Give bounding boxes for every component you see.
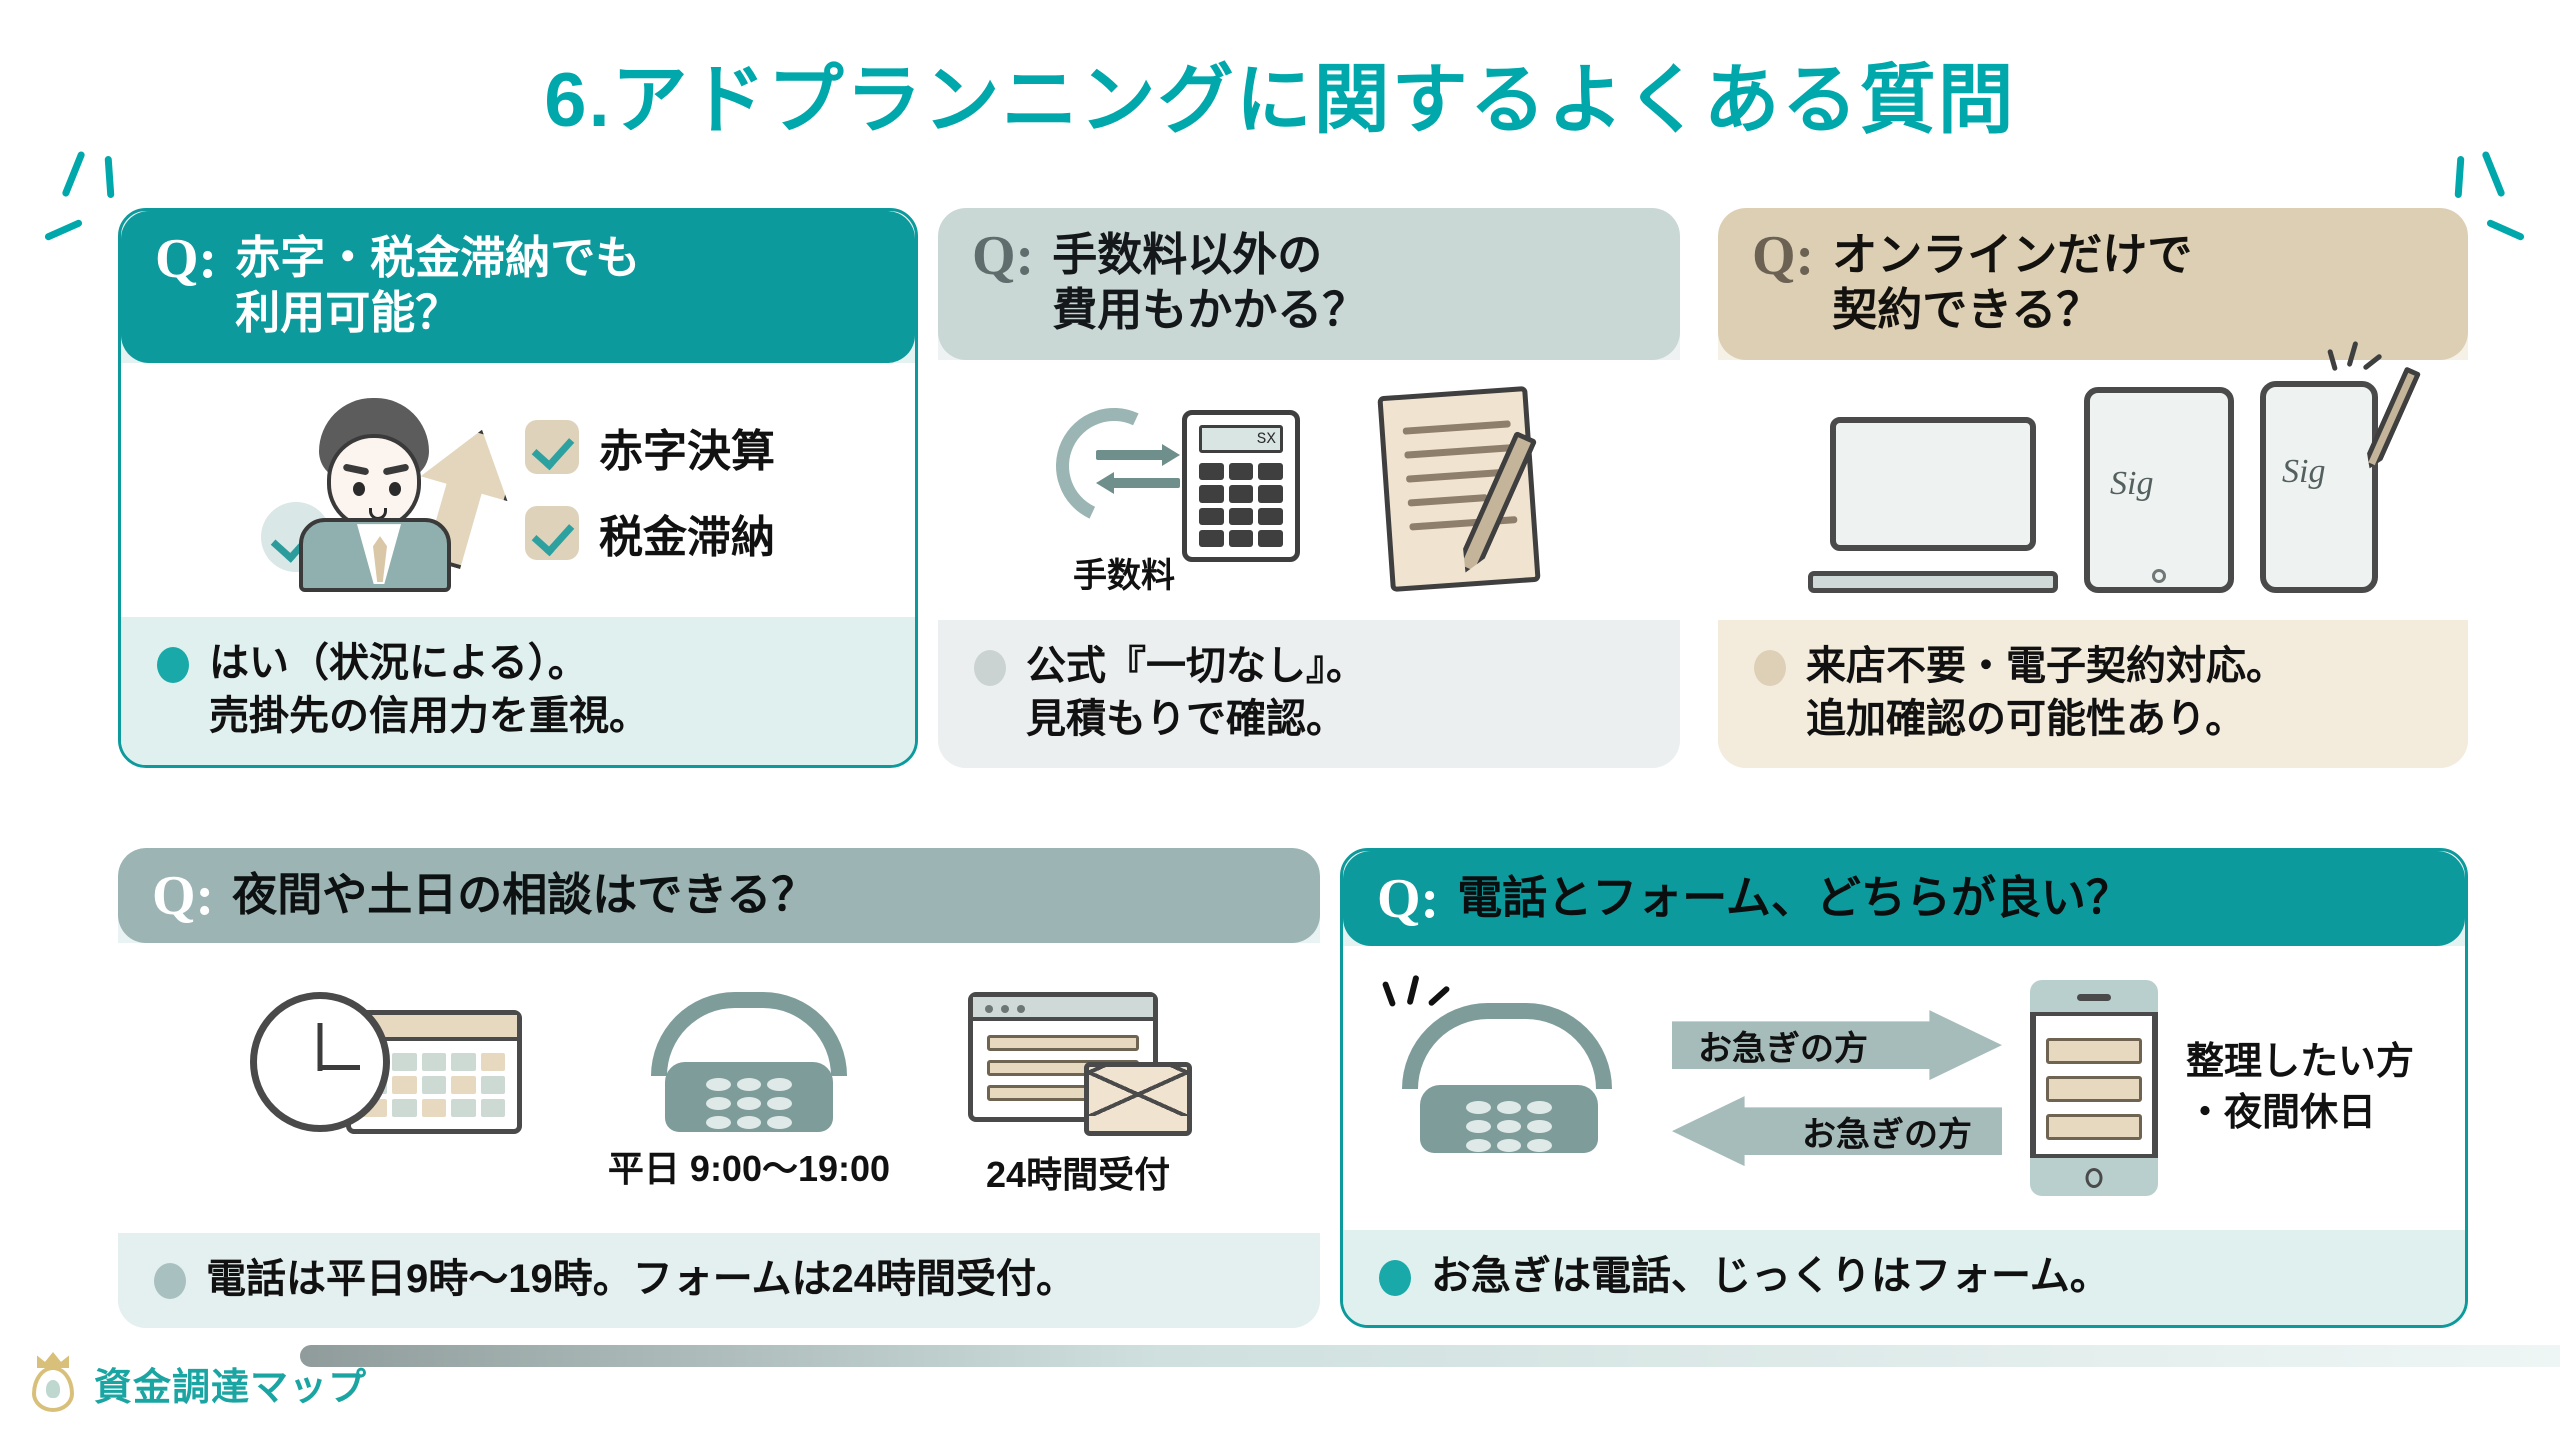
question-line-2: 費用もかかる？	[1052, 283, 1368, 335]
faq-card-1-header: Q: 赤字・税金滞納でも 利用可能？	[121, 211, 915, 363]
note-line-1: 整理したい方	[2185, 1041, 2414, 1084]
worried-businessman-icon	[261, 390, 491, 593]
comparison-arrows: お急ぎの方 お急ぎの方	[1671, 1010, 2002, 1167]
smartphone-signature-icon: Sig	[2260, 340, 2378, 594]
question-mark-label: Q:	[1752, 225, 1815, 287]
brand-logo: 資金調達マップ	[26, 1352, 367, 1414]
faq-card-1-illustration: 赤字決算 税金滞納	[121, 362, 915, 618]
bullet-icon	[154, 1263, 186, 1300]
question-line-1: オンラインだけで	[1832, 229, 2193, 280]
bullet-icon	[1754, 650, 1786, 687]
hours-icon-group	[249, 992, 530, 1138]
faq-card-4-illustration: 平日 9:00〜19:00 24時間受付	[118, 943, 1320, 1234]
faq-card-1: Q: 赤字・税金滞納でも 利用可能？	[118, 208, 918, 768]
checklist-label: 赤字決算	[599, 427, 775, 477]
faq-card-4: Q: 夜間や土日の相談はできる？	[118, 848, 1320, 1328]
faq-card-4-header: Q: 夜間や土日の相談はできる？	[118, 848, 1320, 944]
faq-card-1-checklist: 赤字決算 税金滞納	[525, 415, 775, 565]
arrow-left-urgent: お急ぎの方	[1671, 1096, 2002, 1167]
answer-line-2: 見積もりで確認。	[1026, 697, 1346, 742]
smartphone-form-icon	[2029, 980, 2158, 1197]
faq-card-2-answer: 公式『一切なし』。 見積もりで確認。	[938, 620, 1680, 768]
question-line-1: 手数料以外の	[1052, 229, 1323, 280]
faq-card-1-question: 赤字・税金滞納でも 利用可能？	[235, 231, 640, 341]
quote-document-icon	[1374, 385, 1574, 595]
signature-mark: Sig	[2110, 465, 2154, 503]
sparkle-icon	[2322, 340, 2383, 387]
answer-line-2: 追加確認の可能性あり。	[1806, 697, 2246, 742]
faq-card-4-question: 夜間や土日の相談はできる？	[232, 869, 817, 920]
answer-text: 来店不要・電子契約対応。 追加確認の可能性あり。	[1806, 640, 2286, 746]
faq-card-3-question: オンラインだけで 契約できる？	[1832, 228, 2192, 338]
answer-text: 電話は平日9時〜19時。フォームは24時間受付。	[206, 1257, 1077, 1302]
phone-hours-label: 平日 9:00〜19:00	[607, 1148, 891, 1190]
answer-text: はい（状況による）。 売掛先の信用力を重視。	[209, 637, 649, 743]
answer-text: お急ぎは電話、じっくりはフォーム。	[1431, 1254, 2110, 1299]
answer-line-1: はい（状況による）。	[209, 641, 588, 686]
form-benefit-note: 整理したい方 ・夜間休日	[2186, 1037, 2414, 1139]
signature-mark: Sig	[2282, 453, 2326, 491]
answer-line-1: 来店不要・電子契約対応。	[1806, 644, 2286, 689]
faq-card-5-question: 電話とフォーム、どちらが良い？	[1457, 872, 2131, 923]
form-hours-group: 24時間受付	[968, 992, 1193, 1198]
question-mark-label: Q:	[155, 228, 218, 290]
faq-card-5: Q: 電話とフォーム、どちらが良い？	[1340, 848, 2468, 1328]
telephone-icon	[1381, 974, 1644, 1173]
answer-line-1: 公式『一切なし』。	[1026, 644, 1366, 689]
question-mark-label: Q:	[152, 865, 215, 927]
answer-line-2: 売掛先の信用力を重視。	[209, 694, 649, 739]
faq-card-1-answer: はい（状況による）。 売掛先の信用力を重視。	[121, 617, 915, 765]
question-mark-label: Q:	[1377, 868, 1440, 930]
checklist-item: 税金滞納	[525, 501, 775, 565]
check-box-icon	[525, 506, 579, 561]
answer-text: 公式『一切なし』。 見積もりで確認。	[1026, 640, 1366, 746]
faq-card-5-illustration: お急ぎの方 お急ぎの方 整理したい方 ・夜間休日	[1343, 946, 2465, 1231]
faq-card-2-illustration: SX 手数料	[938, 359, 1680, 621]
laptop-icon	[1808, 417, 2058, 594]
calculator-display: SX	[1199, 425, 1283, 454]
bullet-icon	[974, 650, 1006, 687]
calculator-icon: SX	[1182, 410, 1300, 563]
arrow-right-label: お急ぎの方	[1697, 1029, 1868, 1068]
faq-card-2-header: Q: 手数料以外の 費用もかかる？	[938, 208, 1680, 360]
brand-name: 資金調達マップ	[94, 1366, 368, 1409]
faq-card-4-answer: 電話は平日9時〜19時。フォームは24時間受付。	[118, 1233, 1320, 1328]
faq-card-2-question: 手数料以外の 費用もかかる？	[1052, 228, 1367, 338]
page-title: 6.アドプランニングに関するよくある質問	[544, 58, 2016, 143]
exchange-arrows-icon	[1096, 442, 1188, 500]
question-mark-label: Q:	[972, 225, 1035, 287]
bullet-icon	[1379, 1260, 1411, 1297]
faq-card-2: Q: 手数料以外の 費用もかかる？ SX	[938, 208, 1680, 768]
faq-card-3-answer: 来店不要・電子契約対応。 追加確認の可能性あり。	[1718, 620, 2468, 768]
faq-card-5-answer: お急ぎは電話、じっくりはフォーム。	[1343, 1230, 2465, 1325]
phone-hours-group: 平日 9:00〜19:00	[608, 992, 890, 1192]
question-line-2: 利用可能？	[235, 286, 461, 338]
bullet-icon	[157, 647, 189, 684]
clock-calendar-icon	[249, 992, 530, 1138]
arrow-left-label: お急ぎの方	[1801, 1115, 1972, 1154]
arrow-right-urgent: お急ぎの方	[1671, 1010, 2002, 1081]
fee-calculator-icon: SX 手数料	[1039, 390, 1344, 595]
check-box-icon	[525, 420, 579, 475]
tablet-icon: Sig	[2084, 387, 2234, 594]
faq-card-3-header: Q: オンラインだけで 契約できる？	[1718, 208, 2468, 360]
form-hours-label: 24時間受付	[986, 1154, 1171, 1196]
envelope-icon	[1084, 1062, 1193, 1137]
faq-card-3: Q: オンラインだけで 契約できる？ Sig Sig	[1718, 208, 2468, 768]
telephone-icon	[643, 992, 855, 1133]
question-line-1: 赤字・税金滞納でも	[235, 232, 641, 283]
checklist-label: 税金滞納	[599, 513, 775, 563]
question-line-2: 契約できる？	[1832, 283, 2102, 335]
checklist-item: 赤字決算	[525, 415, 775, 479]
footer-ribbon	[300, 1345, 2560, 1367]
faq-card-5-header: Q: 電話とフォーム、どちらが良い？	[1343, 851, 2465, 947]
faq-card-3-illustration: Sig Sig	[1718, 340, 2468, 621]
web-form-mail-icon	[968, 992, 1193, 1138]
crown-pin-icon	[26, 1352, 80, 1414]
note-line-2: ・夜間休日	[2185, 1092, 2376, 1135]
fee-label: 手数料	[1073, 557, 1175, 596]
